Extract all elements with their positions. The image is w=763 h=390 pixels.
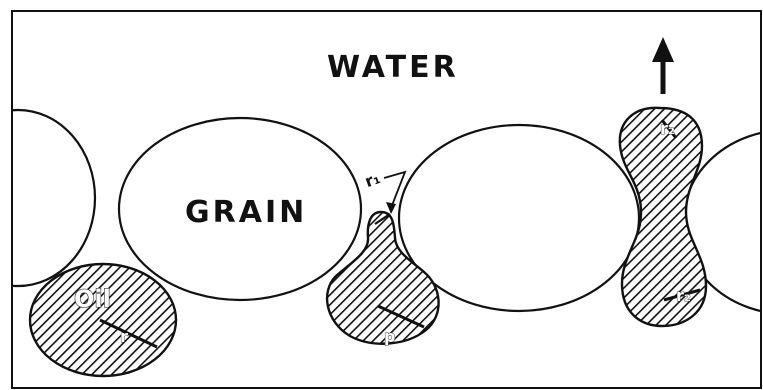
radius-label-free-droplet: r: [120, 327, 128, 346]
water-label: WATER: [327, 50, 459, 85]
radius-label-r2-bottom: r₂: [676, 286, 691, 305]
oil-label: Oil: [74, 285, 111, 313]
grain-label: GRAIN: [185, 195, 307, 230]
radius-label-r2-top: r₂: [660, 119, 675, 138]
pressure-label: p: [384, 327, 395, 346]
